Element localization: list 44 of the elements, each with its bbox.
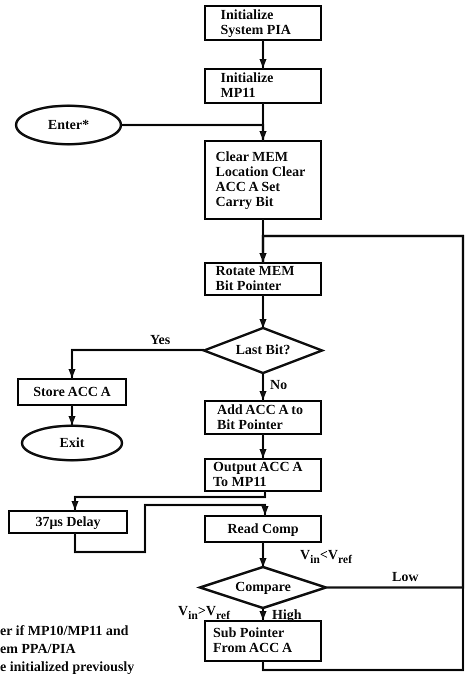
node-text: Enter* <box>48 118 90 132</box>
terminal-oval <box>21 425 123 461</box>
process-box <box>204 400 322 435</box>
node-text: Sub Pointer From ACC A <box>213 626 294 656</box>
process-box <box>204 515 322 543</box>
process-box <box>204 262 322 296</box>
edge-label: No <box>270 378 288 394</box>
process-box <box>17 378 127 406</box>
node-text: Add ACC A to Bit Pointer <box>217 402 304 432</box>
process-box <box>204 5 322 41</box>
node-text: Read Comp <box>227 522 299 536</box>
node-text: Exit <box>60 436 84 450</box>
node-text: 37μs Delay <box>35 514 101 530</box>
arrow <box>259 296 267 328</box>
node-text: Initialize System PIA <box>220 8 292 38</box>
arrow <box>74 504 269 554</box>
signal-label: V$_{in}$>V$_{ref}$ <box>178 604 230 624</box>
node-text: Rotate MEM Bit Pointer <box>216 264 296 294</box>
arrow <box>259 543 267 567</box>
process-box <box>204 458 322 492</box>
node-text: Output ACC A To MP11 <box>213 460 304 490</box>
arrow <box>71 492 266 510</box>
node-text: Clear MEM Location Clear ACC A Set Carry Bit <box>216 150 306 210</box>
arrow <box>68 406 76 425</box>
node-text: Store ACC A <box>33 384 111 400</box>
arrow <box>259 234 464 672</box>
footnote-text: e initialized previously <box>0 660 134 676</box>
arrow <box>259 608 267 620</box>
arrow <box>259 41 267 68</box>
arrow <box>259 435 267 458</box>
footnote-text: er if MP10/MP11 and <box>0 624 128 640</box>
footnote-text: em PPA/PIA <box>0 642 76 658</box>
arrow <box>68 348 204 378</box>
process-box <box>8 510 128 534</box>
edge-label: Yes <box>150 333 170 349</box>
terminal-oval <box>15 105 122 145</box>
node-text: Last Bit? <box>236 343 290 358</box>
edge-label: Low <box>392 570 418 586</box>
node-text: Initialize MP11 <box>220 71 274 101</box>
arrow <box>122 124 267 140</box>
arrow <box>259 373 267 400</box>
signal-label: V$_{in}$<V$_{ref}$ <box>300 548 352 568</box>
process-box <box>204 140 322 220</box>
process-box <box>204 68 322 104</box>
